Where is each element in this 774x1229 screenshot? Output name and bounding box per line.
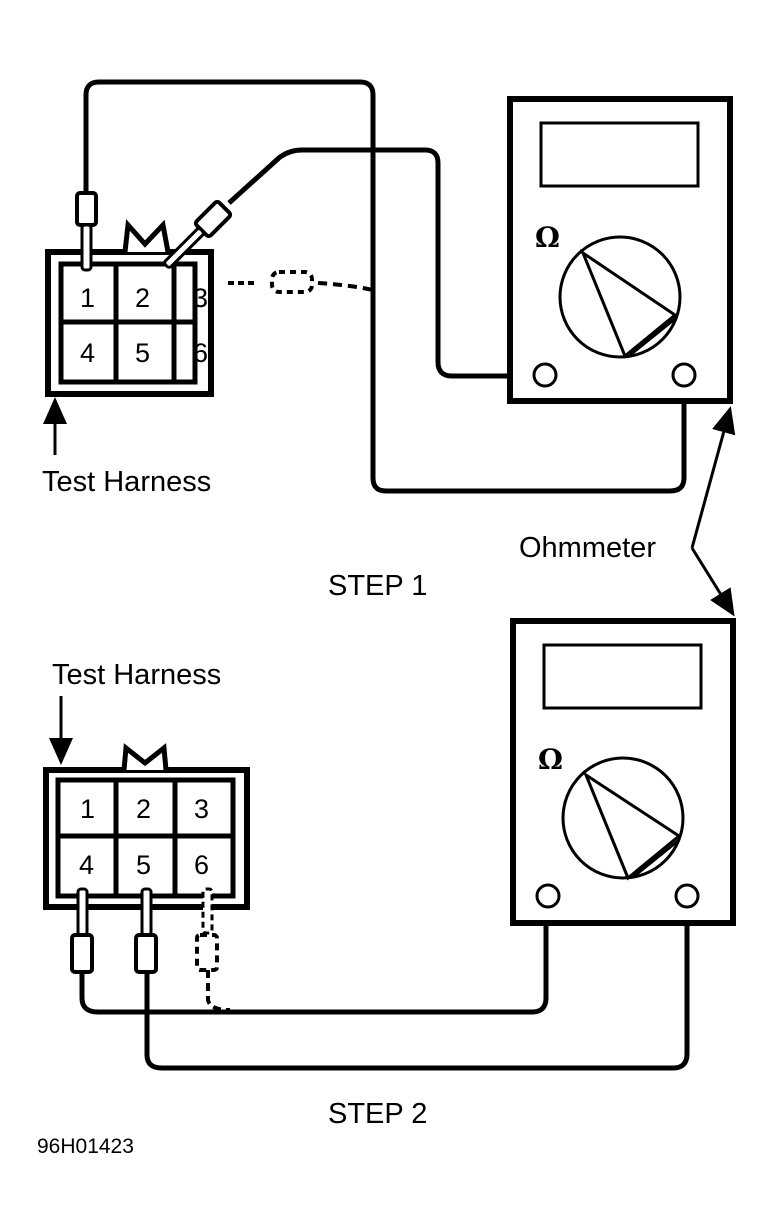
step1-probe-pin2 <box>163 199 233 269</box>
step1-wire-pin2-to-meter-left <box>227 147 532 379</box>
step2-dashed-probe-pin6 <box>195 887 219 972</box>
step2-ohmmeter: Ω <box>510 618 736 926</box>
step2-pin-3: 3 <box>194 794 209 824</box>
step1-dashed-wire-pin3 <box>317 281 374 292</box>
step1-harness-label: Test Harness <box>42 466 211 498</box>
step1-selector-dial <box>558 235 682 359</box>
step1-ohmmeter: Ω <box>507 96 733 404</box>
step1-probe-pin1 <box>75 191 98 272</box>
step1-jack-common <box>532 362 558 388</box>
figure-code: 96H01423 <box>37 1135 134 1158</box>
step1-pin-3: 3 <box>193 283 208 313</box>
step1-pin-1: 1 <box>80 283 95 313</box>
step2-pin-4: 4 <box>79 850 94 880</box>
ohmmeter-arrow-down <box>690 547 735 617</box>
step2-wire-pin4-to-meter-left <box>79 905 549 1015</box>
step2-pin-2: 2 <box>136 794 151 824</box>
step1-meter-display <box>539 121 700 188</box>
step2-harness-label: Test Harness <box>52 659 221 691</box>
step2-wire-pin5-to-meter-right <box>144 905 690 1071</box>
step2-group: Test Harness 1 2 3 4 5 6 <box>43 618 736 1130</box>
step2-pin-6: 6 <box>194 850 209 880</box>
step1-pin-2: 2 <box>135 283 150 313</box>
step2-pin-1: 1 <box>80 794 95 824</box>
step1-group: 1 2 3 4 5 6 Ω Te <box>42 79 733 602</box>
step1-pin-5: 5 <box>135 338 150 368</box>
step2-probe-pin4 <box>70 887 94 974</box>
step2-connector-latch <box>121 743 169 771</box>
step2-dashed-wire-pin6 <box>206 970 231 1012</box>
step1-title: STEP 1 <box>328 570 427 602</box>
step1-jack-ohm <box>671 362 697 388</box>
step2-ohm-symbol: Ω <box>538 743 563 776</box>
step2-jack-ohm <box>674 883 700 909</box>
step1-wire-pin1-to-meter-right <box>83 79 687 494</box>
step2-meter-display <box>542 643 703 710</box>
step2-jack-common <box>535 883 561 909</box>
step1-pin-4: 4 <box>80 338 95 368</box>
step2-probe-pin5 <box>134 887 158 974</box>
ohmmeter-arrow-up <box>690 406 736 549</box>
step1-dashed-probe-pin3 <box>228 270 314 294</box>
step1-pin-6: 6 <box>193 338 208 368</box>
step1-ohm-symbol: Ω <box>535 221 560 254</box>
ohmmeter-label: Ohmmeter <box>519 532 656 564</box>
step1-connector-latch <box>122 219 171 253</box>
step2-selector-dial <box>561 756 685 880</box>
step2-title: STEP 2 <box>328 1098 427 1130</box>
step2-pin-5: 5 <box>136 850 151 880</box>
